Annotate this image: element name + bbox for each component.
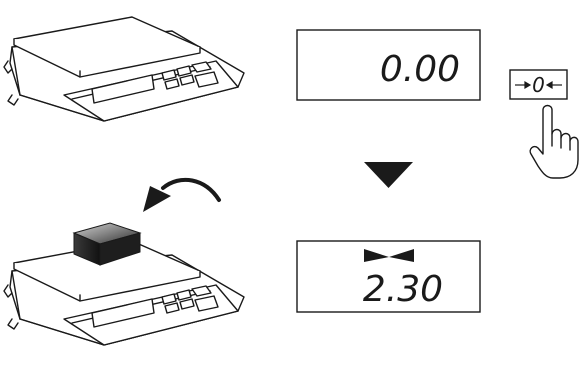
curved-place-arrow-icon [143,178,221,212]
zero-key-label: 0 [532,73,545,97]
display-before: 0.00 [296,29,481,101]
pointing-hand-icon [529,104,579,179]
down-triangle-arrow-icon [364,162,413,188]
scale-empty [3,16,245,122]
weight-block-icon [72,222,142,266]
display-after: 2.30 [296,240,481,313]
display-before-reading: 0.00 [380,49,460,90]
display-after-reading: 2.30 [363,269,443,310]
zero-key[interactable]: 0 [509,69,568,100]
bowtie-stable-icon [364,249,414,262]
zero-key-arrows-icon [515,80,562,90]
